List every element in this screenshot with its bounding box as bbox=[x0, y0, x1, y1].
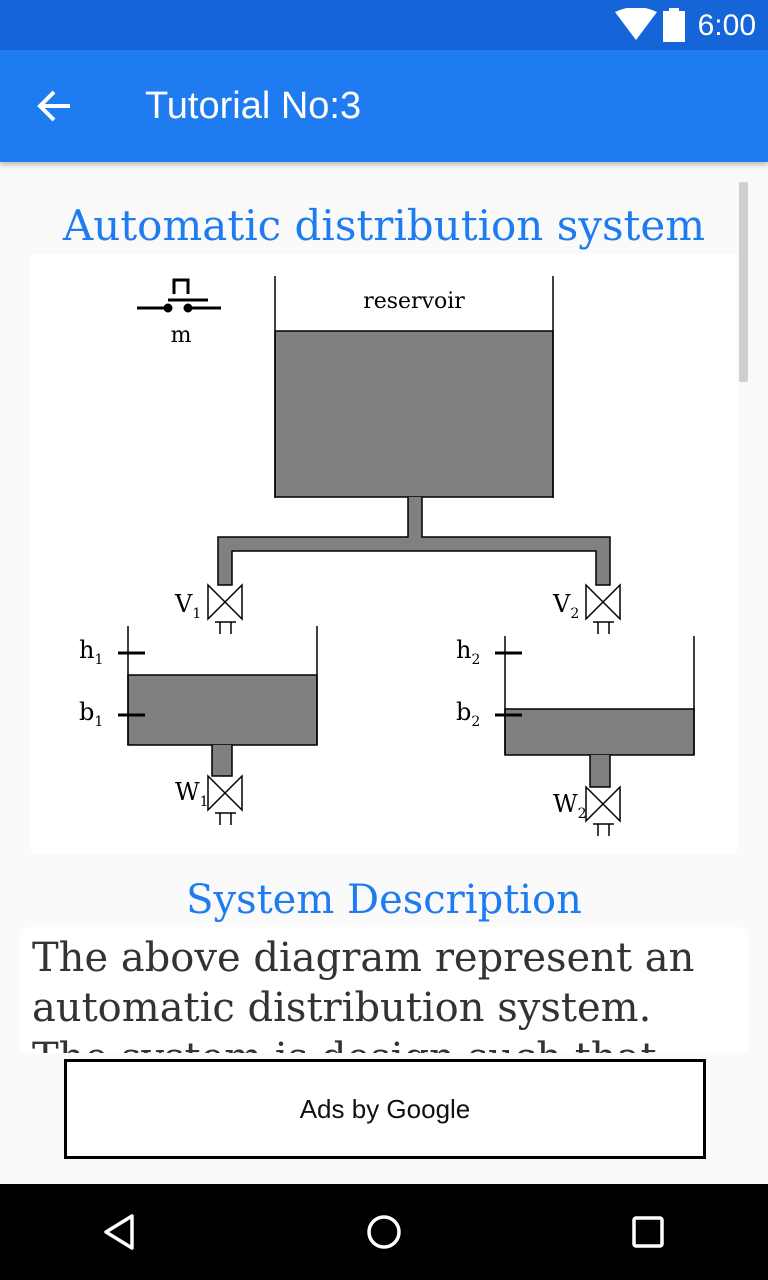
distribution-diagram: m reservoir V1 V2 bbox=[31, 254, 737, 854]
wifi-icon bbox=[615, 7, 657, 45]
reservoir-tank bbox=[274, 276, 554, 498]
circle-home-icon bbox=[367, 1215, 401, 1249]
tank-2-h-label: h2 bbox=[456, 636, 480, 668]
status-time: 6:00 bbox=[697, 9, 756, 42]
back-button[interactable] bbox=[24, 78, 88, 134]
status-bar: 6:00 bbox=[0, 0, 768, 50]
tank-1-h-label: h1 bbox=[79, 636, 103, 668]
navigation-bar bbox=[0, 1184, 768, 1280]
square-recents-icon bbox=[632, 1216, 664, 1248]
reservoir-label: reservoir bbox=[363, 289, 465, 314]
battery-icon bbox=[663, 8, 685, 47]
tank-1 bbox=[118, 626, 318, 777]
ad-banner[interactable]: Ads by Google bbox=[64, 1059, 706, 1159]
push-button-switch-icon bbox=[137, 278, 221, 313]
arrow-left-icon bbox=[37, 90, 70, 122]
valve-w2-icon bbox=[585, 785, 621, 836]
tank-2 bbox=[495, 636, 695, 788]
valve-w1-icon bbox=[207, 774, 243, 825]
ad-label: Ads by Google bbox=[299, 1093, 471, 1124]
scrollbar[interactable] bbox=[739, 182, 748, 382]
valve-w2-label: W2 bbox=[553, 790, 587, 822]
switch-label: m bbox=[171, 323, 192, 348]
valve-v1-icon bbox=[207, 583, 243, 634]
valve-v2-label: V2 bbox=[552, 590, 579, 622]
triangle-back-icon bbox=[104, 1214, 134, 1250]
distribution-pipes bbox=[217, 497, 611, 586]
nav-home-button[interactable] bbox=[352, 1204, 416, 1260]
tank-1-b-label: b1 bbox=[79, 698, 103, 730]
description-card: The above diagram represent an automatic… bbox=[20, 927, 748, 1053]
page-title: Tutorial No:3 bbox=[145, 85, 362, 127]
description-text: The above diagram represent an automatic… bbox=[32, 935, 695, 1053]
valve-v1-label: V1 bbox=[174, 590, 201, 622]
section-title: System Description bbox=[186, 877, 582, 923]
app-bar: Tutorial No:3 bbox=[0, 50, 768, 162]
valve-v2-icon bbox=[585, 583, 621, 634]
nav-recents-button[interactable] bbox=[616, 1204, 680, 1260]
diagram-title: Automatic distribution system bbox=[62, 201, 706, 250]
content-scroll-area[interactable]: Automatic distribution system m reservoi… bbox=[0, 162, 768, 1184]
valve-w1-label: W1 bbox=[175, 778, 209, 810]
tank-2-b-label: b2 bbox=[456, 698, 480, 730]
nav-back-button[interactable] bbox=[88, 1204, 152, 1260]
